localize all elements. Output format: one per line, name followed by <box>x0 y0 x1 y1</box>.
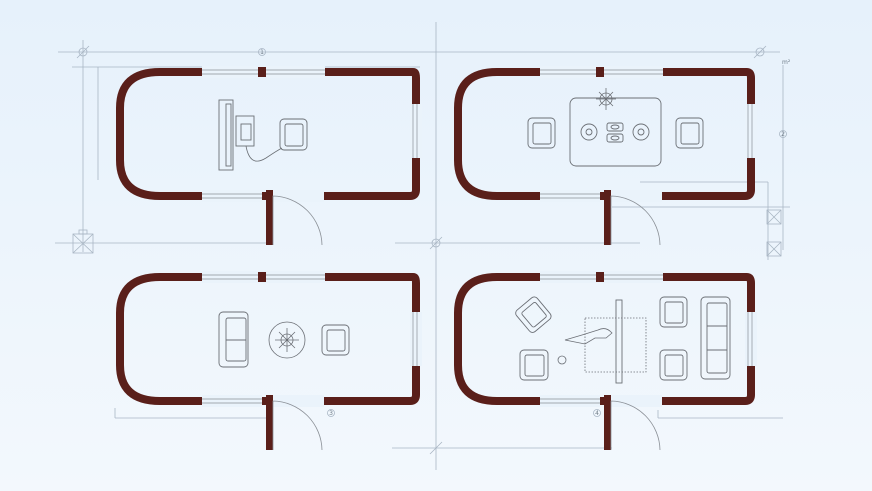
ball-icon <box>557 355 567 365</box>
armchair-icon <box>519 349 549 381</box>
grid-label-2: 2 <box>781 131 785 138</box>
room-lounge <box>116 271 422 451</box>
armchair-icon <box>321 324 350 356</box>
window-right <box>745 312 757 366</box>
grid-label-1: 1 <box>260 49 264 56</box>
window-right <box>410 312 422 366</box>
desk-icon <box>218 99 234 171</box>
cable-icon <box>245 145 283 162</box>
window-bottom <box>202 395 262 407</box>
dimension-markers <box>78 47 787 417</box>
door-swing <box>272 195 323 246</box>
unit-label: m² <box>782 59 791 66</box>
door-jamb <box>604 395 611 450</box>
room-wall <box>116 273 420 405</box>
screen-divider-icon <box>615 299 623 384</box>
armchair-icon <box>527 117 556 149</box>
room-wall <box>454 273 755 405</box>
office-chair-icon <box>279 118 308 151</box>
grid-label-3: 3 <box>329 410 333 417</box>
window-right <box>410 104 422 158</box>
monitor-icon <box>235 115 255 147</box>
armchair-icon <box>675 117 704 149</box>
sofa-icon <box>218 311 249 368</box>
room-meeting <box>454 66 757 246</box>
grid-label-4: 4 <box>595 410 599 417</box>
section-marker-left <box>72 229 94 254</box>
door-swing <box>272 400 323 451</box>
armchair-icon <box>659 296 688 328</box>
section-marker-right <box>766 209 782 257</box>
armchair-icon <box>515 296 552 333</box>
room-workspace <box>116 66 422 246</box>
armchair-icon <box>659 349 688 381</box>
window-bottom <box>540 395 600 407</box>
room-wall <box>454 68 755 200</box>
door-swing <box>610 400 661 451</box>
window-right <box>745 104 757 158</box>
sofa-icon <box>700 296 731 380</box>
window-bottom <box>540 190 600 202</box>
door-jamb <box>266 190 273 245</box>
room-wall <box>116 68 420 200</box>
dimension-guides <box>55 22 790 470</box>
dog-icon <box>564 328 613 345</box>
window-bottom <box>202 190 262 202</box>
round-rug-icon <box>268 321 306 359</box>
door-swing <box>610 195 661 246</box>
door-jamb <box>604 190 611 245</box>
meeting-table-icon <box>569 97 662 167</box>
door-jamb <box>266 395 273 450</box>
room-living <box>454 271 757 451</box>
plant-icon <box>596 88 616 110</box>
rug-icon <box>584 317 647 373</box>
